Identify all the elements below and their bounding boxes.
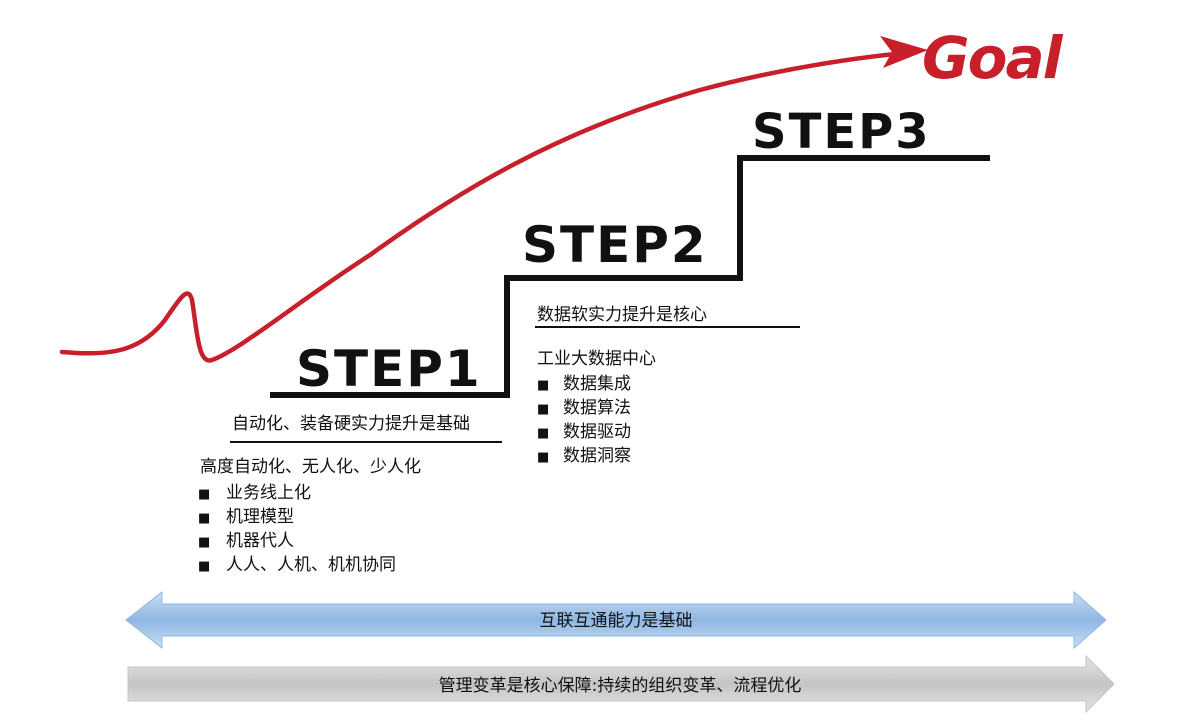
list-bullet: ■ — [537, 402, 549, 417]
list-bullet: ■ — [198, 535, 210, 550]
list-item: 数据洞察 — [563, 446, 631, 466]
list-item: 数据驱动 — [563, 422, 631, 442]
management-band — [127, 654, 1115, 714]
list-item: 数据集成 — [563, 374, 631, 394]
list-bullet: ■ — [198, 487, 210, 502]
list-item: 人人、人机、机机协同 — [226, 555, 396, 575]
list-bullet: ■ — [198, 559, 210, 574]
step3-label: STEP3 — [752, 104, 931, 160]
interconnect-band-label: 互联互通能力是基础 — [540, 611, 693, 631]
step1-label: STEP1 — [296, 340, 482, 398]
step2-list: ■ 数据集成 ■ 数据算法 ■ 数据驱动 ■ 数据洞察 — [537, 374, 631, 466]
management-band-label: 管理变革是核心保障:持续的组织变革、流程优化 — [439, 676, 802, 696]
step1-caption: 自动化、装备硬实力提升是基础 — [232, 414, 470, 434]
interconnect-band — [125, 590, 1107, 650]
step1-list: ■ 业务线上化 ■ 机理模型 ■ 机器代人 ■ 人人、人机、机机协同 — [198, 483, 396, 575]
list-bullet: ■ — [198, 511, 210, 526]
stair-line — [270, 155, 990, 398]
trend-line — [59, 49, 918, 363]
step1-heading: 高度自动化、无人化、少人化 — [200, 457, 421, 477]
list-item: 数据算法 — [563, 398, 631, 418]
list-item: 业务线上化 — [226, 483, 311, 503]
step2-label: STEP2 — [522, 216, 708, 274]
goal-label: Goal — [922, 24, 1064, 92]
list-bullet: ■ — [537, 378, 549, 393]
list-item: 机器代人 — [226, 531, 294, 551]
step2-caption: 数据软实力提升是核心 — [537, 305, 707, 325]
list-bullet: ■ — [537, 426, 549, 441]
step2-heading: 工业大数据中心 — [537, 349, 656, 369]
trend-arrowhead — [880, 36, 928, 68]
list-item: 机理模型 — [226, 507, 294, 527]
list-bullet: ■ — [537, 450, 549, 465]
